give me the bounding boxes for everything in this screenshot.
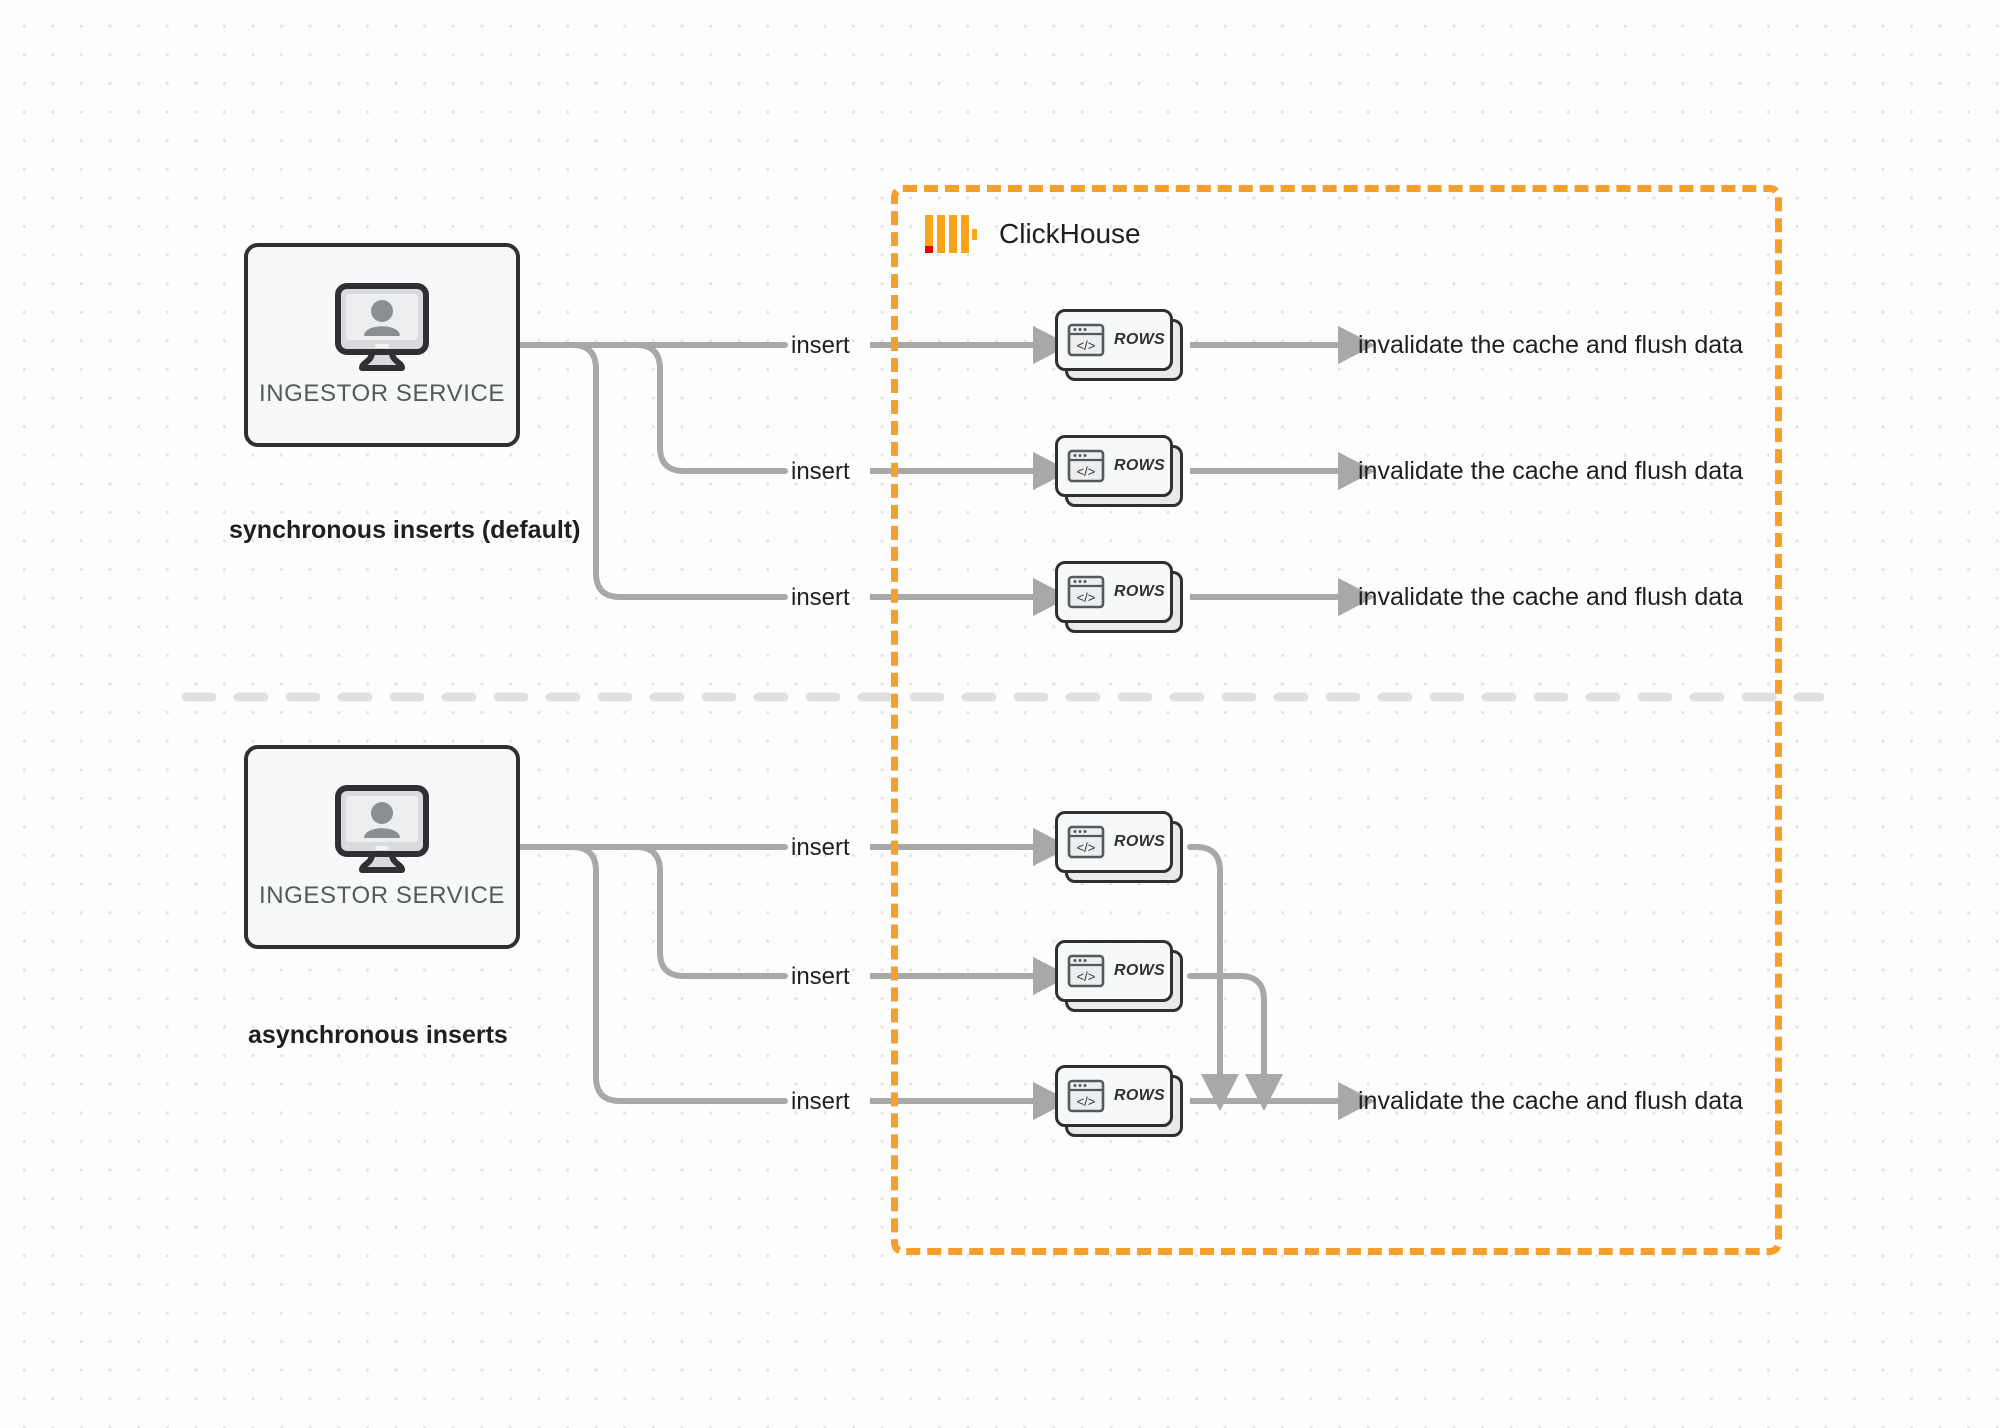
edge-label-insert-async-1: insert bbox=[791, 834, 850, 861]
edge-sync-branch-2 bbox=[519, 342, 788, 474]
rows-card-front-sheet: </> ROWS bbox=[1055, 811, 1173, 873]
rows-card-sync-1[interactable]: </> ROWS bbox=[1055, 309, 1183, 381]
code-window-icon: </> bbox=[1067, 825, 1105, 859]
rows-card-sync-3[interactable]: </> ROWS bbox=[1055, 561, 1183, 633]
ingestor-service-async[interactable]: INGESTOR SERVICE bbox=[244, 745, 520, 949]
svg-text:</>: </> bbox=[1077, 969, 1096, 984]
rows-card-label: ROWS bbox=[1114, 457, 1165, 474]
svg-text:</>: </> bbox=[1077, 1094, 1096, 1109]
rows-card-front-sheet: </> ROWS bbox=[1055, 309, 1173, 371]
svg-text:</>: </> bbox=[1077, 338, 1096, 353]
section-caption-asynchronous: asynchronous inserts bbox=[248, 1021, 508, 1049]
edge-sync-branch-3 bbox=[519, 342, 788, 600]
edge-label-insert-sync-3: insert bbox=[791, 584, 850, 611]
section-caption-synchronous: synchronous inserts (default) bbox=[229, 516, 581, 544]
edge-async-branch-3 bbox=[519, 844, 788, 1104]
rows-card-async-3[interactable]: </> ROWS bbox=[1055, 1065, 1183, 1137]
rows-card-label: ROWS bbox=[1114, 1087, 1165, 1104]
rows-card-sync-2[interactable]: </> ROWS bbox=[1055, 435, 1183, 507]
svg-text:</>: </> bbox=[1077, 840, 1096, 855]
rows-card-front-sheet: </> ROWS bbox=[1055, 561, 1173, 623]
monitor-user-icon bbox=[335, 283, 429, 371]
rows-card-label: ROWS bbox=[1114, 833, 1165, 850]
rows-card-label: ROWS bbox=[1114, 583, 1165, 600]
edge-label-insert-sync-2: insert bbox=[791, 458, 850, 485]
ingestor-service-label-sync: INGESTOR SERVICE bbox=[258, 380, 506, 407]
code-window-icon: </> bbox=[1067, 449, 1105, 483]
rows-card-async-2[interactable]: </> ROWS bbox=[1055, 940, 1183, 1012]
rows-card-label: ROWS bbox=[1114, 331, 1165, 348]
edge-label-insert-async-2: insert bbox=[791, 963, 850, 990]
edge-label-insert-sync-1: insert bbox=[791, 332, 850, 359]
code-window-icon: </> bbox=[1067, 575, 1105, 609]
code-window-icon: </> bbox=[1067, 954, 1105, 988]
svg-text:</>: </> bbox=[1077, 590, 1096, 605]
clickhouse-brand-name: ClickHouse bbox=[999, 218, 1141, 249]
rows-card-front-sheet: </> ROWS bbox=[1055, 435, 1173, 497]
edge-async-branch-2 bbox=[519, 844, 788, 979]
code-window-icon: </> bbox=[1067, 1079, 1105, 1113]
rows-card-front-sheet: </> ROWS bbox=[1055, 940, 1173, 1002]
clickhouse-brand: ClickHouse bbox=[925, 215, 1141, 253]
outcome-label-sync-1: invalidate the cache and flush data bbox=[1358, 331, 1743, 359]
rows-card-async-1[interactable]: </> ROWS bbox=[1055, 811, 1183, 883]
ingestor-service-sync[interactable]: INGESTOR SERVICE bbox=[244, 243, 520, 447]
clickhouse-logo-icon bbox=[925, 215, 977, 253]
edge-label-insert-async-3: insert bbox=[791, 1088, 850, 1115]
ingestor-service-label-async: INGESTOR SERVICE bbox=[258, 882, 506, 909]
rows-card-label: ROWS bbox=[1114, 962, 1165, 979]
code-window-icon: </> bbox=[1067, 323, 1105, 357]
rows-card-front-sheet: </> ROWS bbox=[1055, 1065, 1173, 1127]
outcome-label-async-merged: invalidate the cache and flush data bbox=[1358, 1087, 1743, 1115]
clickhouse-boundary bbox=[891, 185, 1782, 1255]
outcome-label-sync-3: invalidate the cache and flush data bbox=[1358, 583, 1743, 611]
outcome-label-sync-2: invalidate the cache and flush data bbox=[1358, 457, 1743, 485]
svg-text:</>: </> bbox=[1077, 464, 1096, 479]
monitor-user-icon bbox=[335, 785, 429, 873]
